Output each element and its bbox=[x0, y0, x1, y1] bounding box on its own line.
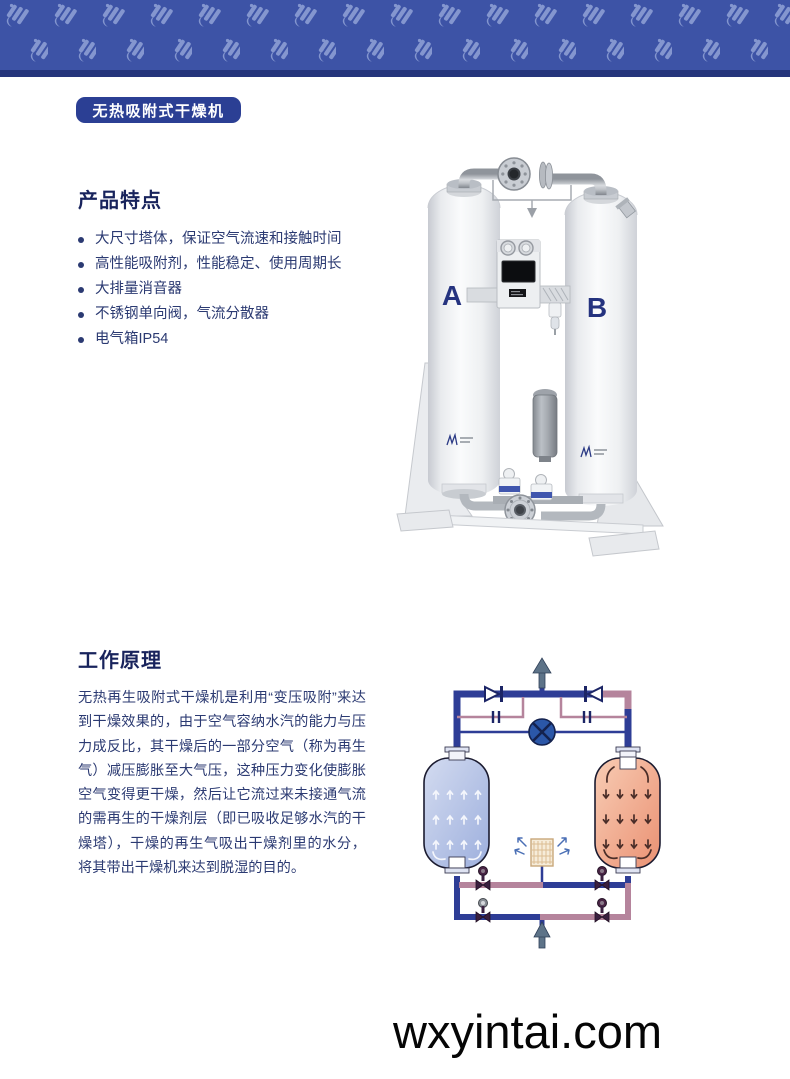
tower-a-label: A bbox=[442, 280, 462, 311]
band-pattern-overlay bbox=[0, 0, 790, 77]
tower-a bbox=[427, 184, 501, 499]
principle-body: 无热再生吸附式干燥机是利用“变压吸附”来达到干燥效果的，由于空气容纳水汽的能力与… bbox=[78, 690, 366, 877]
bullet-icon bbox=[78, 337, 84, 343]
outlet-arrow-icon bbox=[532, 657, 552, 689]
display-screen bbox=[501, 260, 536, 283]
feature-item: 不锈钢单向阀，气流分散器 bbox=[78, 302, 398, 327]
inlet-arrow-icon bbox=[533, 921, 551, 949]
top-piping bbox=[446, 157, 619, 218]
pneumatic-valve bbox=[498, 468, 521, 495]
principle-heading: 工作原理 bbox=[78, 650, 162, 672]
band-bottom-edge bbox=[0, 70, 790, 77]
features-section: 产品特点 大尺寸塔体，保证空气流速和接触时间 高性能吸附剂，性能稳定、使用周期长… bbox=[78, 184, 398, 352]
shoulder-nozzle bbox=[615, 197, 636, 219]
base-rails bbox=[396, 509, 660, 557]
purge-muffler bbox=[514, 837, 570, 867]
orifice-valve-icon bbox=[491, 711, 592, 723]
tower-b-label: B bbox=[587, 292, 607, 323]
control-box bbox=[466, 239, 571, 309]
nameplate bbox=[509, 289, 526, 297]
principle-section: 工作原理 无热再生吸附式干燥机是利用“变压吸附”来达到干燥效果的，由于空气容纳水… bbox=[78, 644, 366, 880]
feature-item: 大排量消音器 bbox=[78, 277, 398, 302]
tower-b bbox=[564, 191, 638, 506]
feature-item: 大尺寸塔体，保证空气流速和接触时间 bbox=[78, 227, 398, 252]
features-heading: 产品特点 bbox=[78, 190, 162, 212]
tank-adsorbing bbox=[423, 746, 490, 874]
bullet-icon bbox=[78, 237, 84, 243]
page-title: 无热吸附式干燥机 bbox=[92, 102, 225, 120]
header-band bbox=[0, 0, 790, 77]
pneumatic-valve bbox=[530, 474, 553, 501]
watermark-text: wxyintai.com bbox=[393, 1005, 663, 1058]
brand-logo-text bbox=[460, 437, 607, 455]
spray-arrows-icon bbox=[514, 837, 570, 855]
inlet-valve-icon bbox=[475, 898, 491, 923]
filter-regulator bbox=[548, 302, 562, 335]
muffler bbox=[532, 389, 558, 462]
bullet-icon bbox=[78, 312, 84, 318]
feature-item: 高性能吸附剂，性能稳定、使用周期长 bbox=[78, 252, 398, 277]
check-valve-icon bbox=[584, 685, 603, 703]
bullet-icon bbox=[78, 262, 84, 268]
shuttle-valve-icon bbox=[528, 718, 556, 746]
page-title-badge: 无热吸附式干燥机 bbox=[76, 97, 241, 123]
principle-diagram bbox=[423, 657, 661, 949]
check-valve-icon bbox=[484, 685, 503, 703]
bullet-icon bbox=[78, 287, 84, 293]
brand-logo bbox=[446, 432, 592, 458]
drain-valve bbox=[527, 208, 537, 218]
flange bbox=[497, 157, 531, 191]
flange-pair bbox=[538, 161, 553, 190]
pilot-line bbox=[492, 180, 572, 208]
feature-item: 电气箱IP54 bbox=[78, 327, 398, 352]
product-photo: A B bbox=[396, 157, 664, 557]
features-list: 大尺寸塔体，保证空气流速和接触时间 高性能吸附剂，性能稳定、使用周期长 大排量消… bbox=[78, 227, 398, 352]
tank-regenerating bbox=[594, 746, 661, 874]
pipe-network-regen bbox=[457, 690, 632, 920]
